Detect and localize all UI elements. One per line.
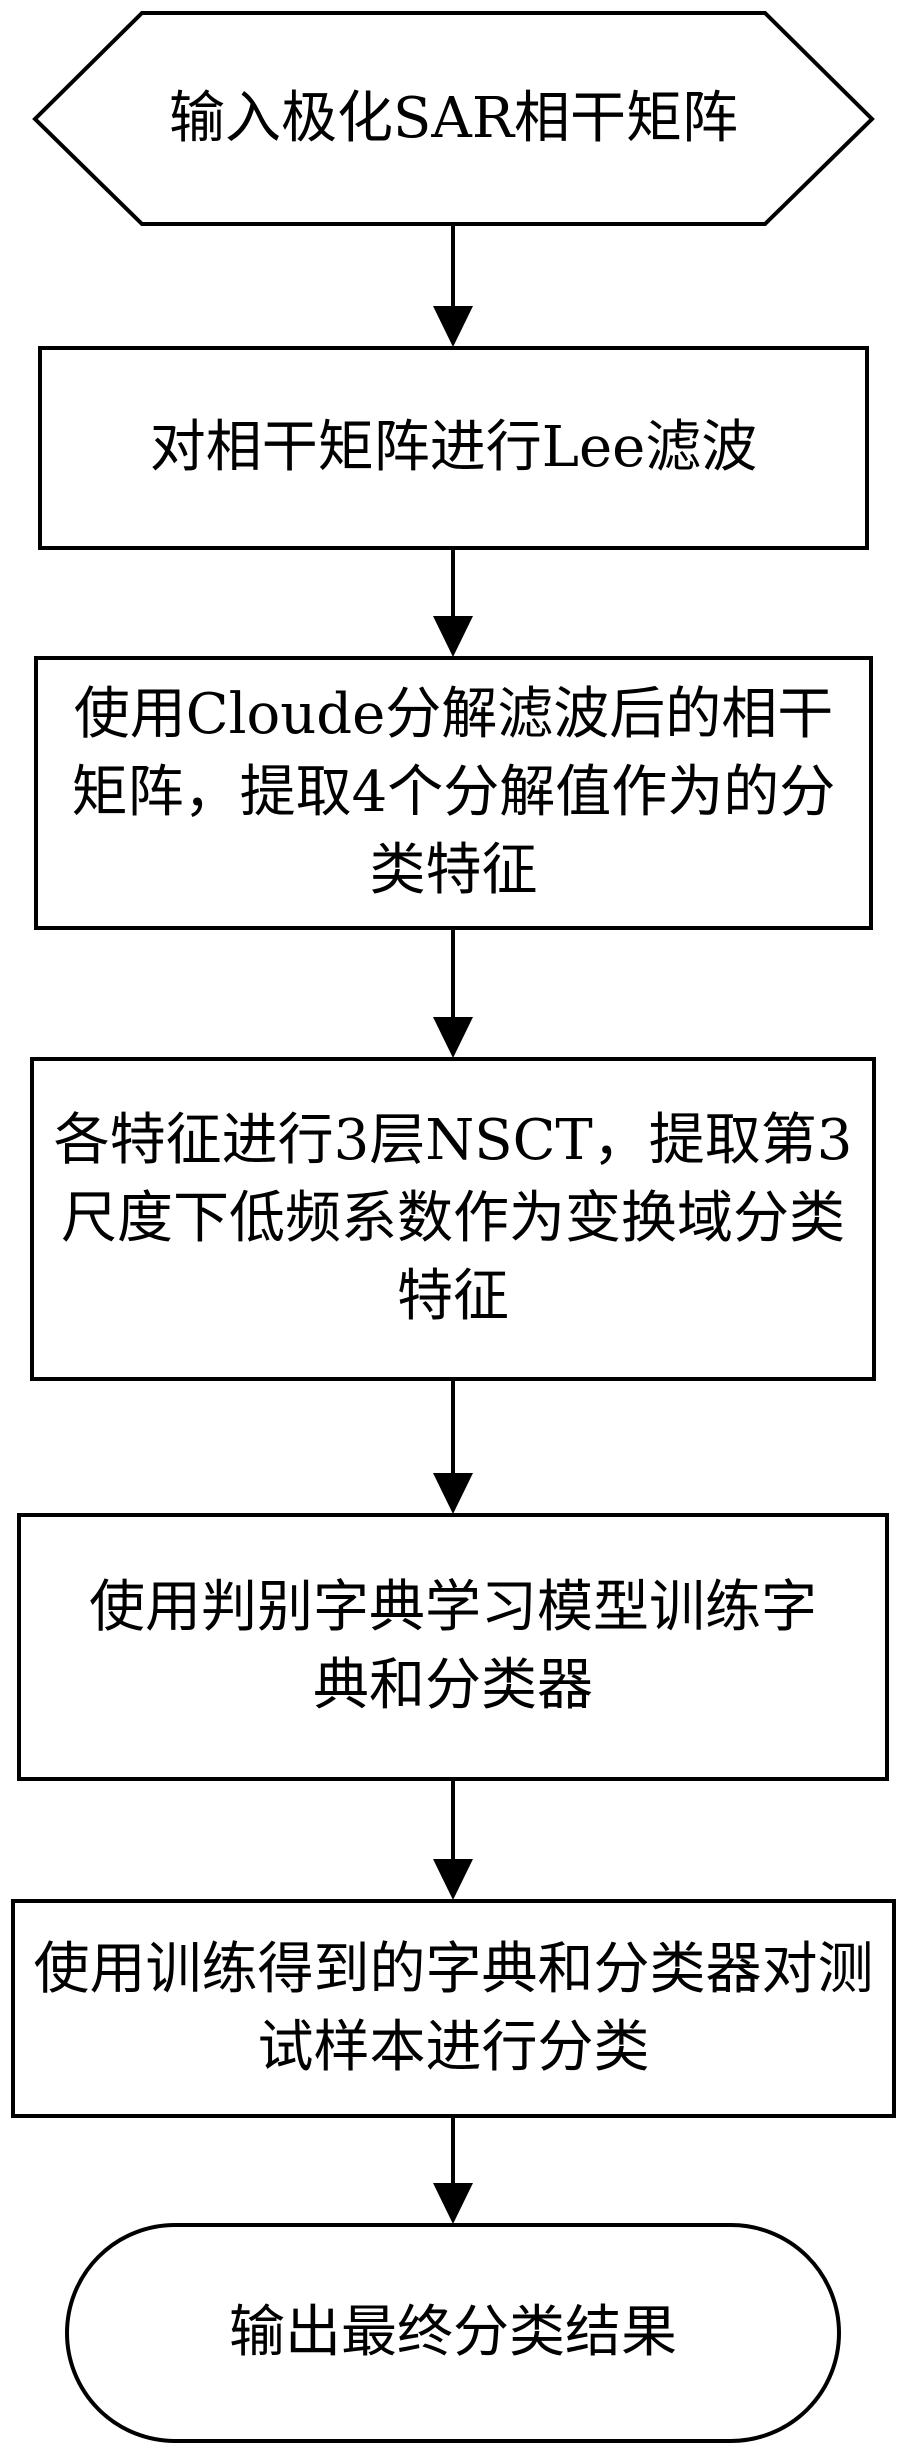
start-hexagon [32, 11, 875, 226]
step-3-label: 各特征进行3层NSCT，提取第3尺度下低频系数作为变换域分类特征 [53, 1108, 853, 1329]
step-5-label: 使用训练得到的字典和分类器对测试样本进行分类 [33, 1936, 874, 2080]
step-5: 使用训练得到的字典和分类器对测试样本进行分类 [13, 1901, 894, 2116]
arrow-6 [433, 2116, 473, 2224]
end-terminal [65, 2223, 841, 2443]
step-2: 使用Cloude分解滤波后的相干矩阵，提取4个分解值作为的分类特征 [36, 658, 871, 928]
step-1-label: 对相干矩阵进行Lee滤波 [149, 415, 758, 480]
arrow-3 [433, 928, 473, 1058]
step-2-label: 使用Cloude分解滤波后的相干矩阵，提取4个分解值作为的分类特征 [71, 682, 836, 903]
step-4: 使用判别字典学习模型训练字典和分类器 [19, 1515, 887, 1779]
start-label: 输入极化SAR相干矩阵 [169, 85, 738, 151]
arrow-1 [433, 224, 473, 347]
end-node: 输出最终分类结果 [67, 2225, 839, 2441]
start-node: 输入极化SAR相干矩阵 [35, 13, 872, 224]
arrow-4 [433, 1379, 473, 1514]
step-4-label: 使用判别字典学习模型训练字典和分类器 [89, 1575, 817, 1718]
step-3: 各特征进行3层NSCT，提取第3尺度下低频系数作为变换域分类特征 [32, 1059, 874, 1379]
end-label: 输出最终分类结果 [229, 2300, 677, 2365]
arrow-2 [433, 548, 473, 657]
arrow-5 [433, 1779, 473, 1900]
step-1: 对相干矩阵进行Lee滤波 [40, 348, 867, 548]
